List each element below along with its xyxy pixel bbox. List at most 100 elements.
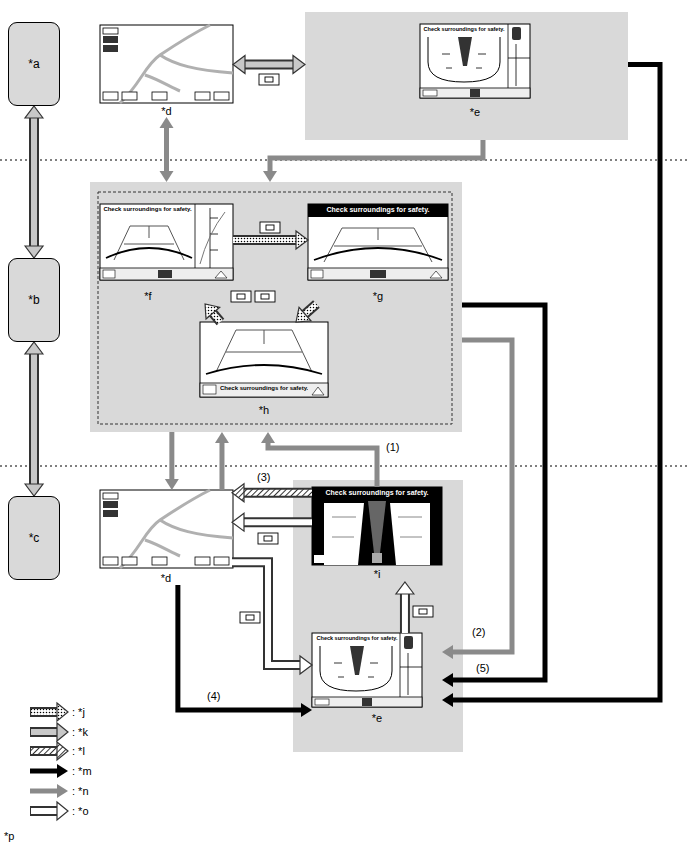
- rear-view-screen: [215, 271, 227, 278]
- arrow-head: [301, 703, 312, 717]
- screen-group: Check surroundings for safety.*iCheck su…: [293, 480, 463, 752]
- screen-label: *i: [312, 568, 442, 581]
- screen-group-panel: [305, 12, 628, 140]
- callout-number: (4): [205, 690, 222, 703]
- screen-group-panel: [98, 192, 452, 424]
- arrow-outline: [29, 117, 39, 247]
- transition-arrow: [165, 432, 179, 490]
- wide-view-screen: [314, 248, 442, 260]
- transition-arrow: [25, 342, 43, 496]
- switch-icon: [240, 612, 260, 623]
- screen-group-panel: [90, 182, 462, 432]
- legend-text: : *n: [72, 784, 89, 798]
- wide-view-screen: [430, 271, 442, 278]
- arrow-head: [215, 432, 229, 443]
- screen-transition-art: [420, 24, 530, 98]
- arrow-outline: [29, 353, 39, 485]
- legend-sample: [57, 764, 68, 778]
- arrow-outline: [232, 562, 301, 665]
- screen-message: Check surroundings for safety.: [308, 206, 448, 215]
- screen-label: *h: [200, 404, 328, 417]
- arrow-head: [300, 656, 312, 674]
- arrow-outline: [243, 517, 312, 527]
- screen-transition-art: [100, 490, 233, 568]
- arrow-body: [232, 562, 301, 665]
- transition-arrow: [233, 231, 308, 249]
- figure-note: *p: [4, 830, 14, 842]
- legend-sample: [57, 723, 68, 741]
- transition-arrow: [261, 432, 377, 487]
- transition-arrow: [232, 484, 312, 502]
- legend-sample: [31, 709, 58, 715]
- legend-sample: [30, 769, 58, 774]
- legend-sample: [57, 742, 68, 760]
- arrow-head: [233, 56, 245, 74]
- screen-message: Check surroundings for safety.: [102, 206, 193, 214]
- arrow-body: [178, 585, 302, 710]
- transition-arrow: [442, 305, 545, 687]
- screen-message: Check surroundings for safety.: [220, 385, 308, 393]
- legend-text: : *m: [72, 764, 92, 778]
- screen-image: Check surroundings for safety. *h: [200, 322, 328, 418]
- rear-view-screen: [195, 204, 196, 268]
- legend-sample: [57, 802, 68, 820]
- screen-group-panel: [293, 480, 463, 752]
- arrow-head: [205, 304, 220, 319]
- arrow-body: [244, 62, 294, 68]
- arrow-body: [268, 442, 377, 487]
- legend-text: : *o: [72, 804, 89, 818]
- transition-arrow: [442, 64, 660, 707]
- arrow-head: [160, 117, 174, 128]
- full-rear-screen: [312, 387, 324, 395]
- arrow-head: [442, 673, 453, 687]
- full-rear-screen: [200, 322, 328, 397]
- full-rear-screen: [200, 383, 328, 397]
- arrow-outline: [400, 593, 410, 633]
- arrow-body: [219, 442, 224, 490]
- underfloor-view-screen: [312, 487, 442, 565]
- arrow-head: [263, 171, 277, 182]
- state-box: *b: [8, 258, 60, 342]
- arrow-body: [452, 340, 512, 652]
- state-label: *c: [29, 531, 40, 545]
- transition-arrow: [25, 106, 43, 258]
- legend-sample: [31, 808, 58, 814]
- legend-sample: [30, 707, 58, 717]
- arrow-head: [442, 645, 453, 659]
- arrow-body: [164, 127, 169, 172]
- transition-arrow: [263, 140, 483, 182]
- wide-view-screen: [324, 228, 432, 262]
- arrow-body: [31, 117, 37, 247]
- arrow-body: [452, 64, 660, 700]
- screen-message: Check surroundings for safety.: [316, 635, 398, 642]
- screen-label: *e: [420, 106, 530, 119]
- arrow-outline: [212, 312, 220, 322]
- legend-sample: [31, 729, 58, 735]
- arrow-head: [25, 106, 43, 118]
- rear-view-screen: [200, 212, 225, 264]
- transition-arrow: [232, 562, 312, 674]
- rear-view-screen: [100, 204, 233, 280]
- arrow-head: [25, 342, 43, 354]
- legend-sample: [30, 727, 58, 737]
- arrow-head: [261, 432, 275, 443]
- rear-view-screen: [114, 226, 184, 260]
- arrow-outline: [233, 235, 297, 245]
- screen-transition-art: [100, 25, 233, 103]
- arrow-body: [243, 490, 312, 496]
- screen-group: Check surroundings for safety.*fCheck su…: [90, 182, 462, 432]
- transition-arrow: [232, 513, 312, 531]
- arrow-head: [165, 479, 179, 490]
- underfloor-view-screen: [368, 501, 386, 553]
- arrow-outline: [244, 60, 294, 70]
- transition-arrow: [205, 304, 220, 322]
- switch-icon: [260, 222, 280, 233]
- arrow-body: [169, 432, 174, 480]
- transition-arrow: [215, 432, 229, 490]
- legend-sample: [31, 748, 58, 754]
- transition-arrow: [442, 340, 512, 659]
- rear-view-screen: [100, 268, 233, 280]
- state-label: *b: [28, 293, 39, 307]
- underfloor-view-screen: [372, 553, 382, 563]
- arrow-head: [296, 307, 311, 322]
